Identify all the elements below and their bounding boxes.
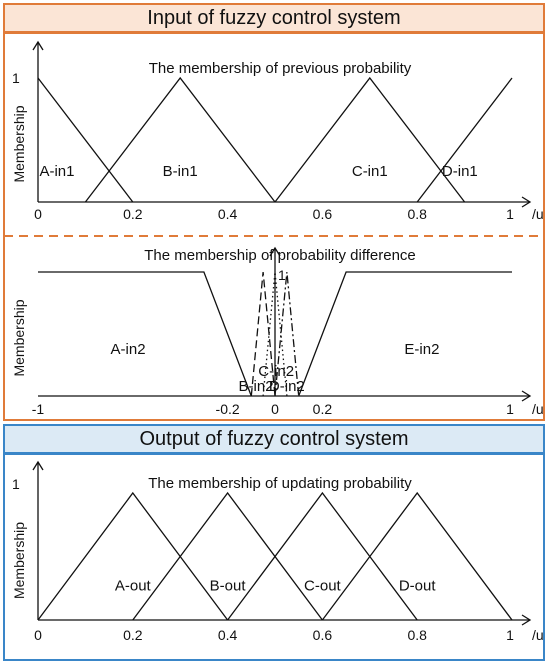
membership-function-a-in2 bbox=[38, 271, 252, 397]
set-label-c-in2: C-in2 bbox=[258, 363, 294, 380]
set-label-d-out: D-out bbox=[399, 578, 437, 595]
set-label-c-out: C-out bbox=[304, 578, 342, 595]
membership-function-b-in1 bbox=[84, 76, 276, 203]
x-tick-label: 1 bbox=[506, 401, 514, 417]
y-axis-label: Membership bbox=[11, 299, 27, 376]
set-label-a-in2: A-in2 bbox=[111, 341, 146, 358]
x-unit-label: /u bbox=[532, 401, 544, 417]
x-tick-label: 0.8 bbox=[407, 627, 427, 643]
y-max-label: 1 bbox=[12, 476, 20, 492]
x-unit-label: /u bbox=[532, 206, 544, 222]
membership-function-e-in2 bbox=[298, 271, 512, 397]
x-tick-label: 0.2 bbox=[123, 627, 143, 643]
chart-title: The membership of updating probability bbox=[148, 475, 412, 492]
x-tick-label: 1 bbox=[506, 627, 514, 643]
membership-function-a-out bbox=[37, 491, 229, 621]
x-tick-label: -1 bbox=[32, 401, 45, 417]
set-label-b-out: B-out bbox=[210, 578, 247, 595]
y-axis-arrow bbox=[269, 246, 281, 257]
x-tick-label: 0.2 bbox=[123, 206, 143, 222]
membership-function-d-out bbox=[321, 491, 513, 621]
membership-function-c-out bbox=[227, 491, 418, 621]
x-tick-label: 0.2 bbox=[313, 401, 333, 417]
set-label-b-in1: B-in1 bbox=[163, 163, 198, 180]
x-unit-label: /u bbox=[532, 627, 544, 643]
chart-updating: The membership of updating probabilityMe… bbox=[11, 460, 544, 643]
chart-title: The membership of previous probability bbox=[149, 60, 412, 77]
x-axis-arrow bbox=[521, 196, 532, 208]
input-section-header: Input of fuzzy control system bbox=[3, 3, 545, 33]
set-label-a-in1: A-in1 bbox=[39, 163, 74, 180]
input-section-frame bbox=[3, 32, 545, 421]
x-tick-label: 0 bbox=[34, 206, 42, 222]
x-axis-arrow bbox=[521, 614, 532, 626]
output-section-title: Output of fuzzy control system bbox=[139, 427, 409, 450]
input-section-title: Input of fuzzy control system bbox=[147, 6, 401, 29]
y-axis-label: Membership bbox=[11, 105, 27, 182]
y-axis-arrow bbox=[32, 460, 44, 471]
y-axis-arrow bbox=[32, 40, 44, 51]
x-tick-label: 0 bbox=[34, 627, 42, 643]
membership-function-d-in1 bbox=[416, 77, 513, 203]
set-label-c-in1: C-in1 bbox=[352, 163, 388, 180]
membership-function-b-out bbox=[132, 491, 323, 621]
set-label-a-out: A-out bbox=[115, 578, 152, 595]
membership-function-b-in2 bbox=[250, 271, 276, 397]
x-tick-label: 0.6 bbox=[313, 206, 333, 222]
x-tick-label: 0 bbox=[271, 401, 279, 417]
x-tick-label: 0.4 bbox=[218, 206, 238, 222]
membership-function-c-in2 bbox=[262, 271, 288, 397]
set-label-d-in1: D-in1 bbox=[442, 163, 478, 180]
y-max-label: 1 bbox=[278, 267, 286, 283]
set-label-e-in2: E-in2 bbox=[404, 341, 439, 358]
output-section-frame bbox=[3, 453, 545, 661]
x-tick-label: 0.6 bbox=[313, 627, 333, 643]
x-tick-label: 0.8 bbox=[407, 206, 427, 222]
chart-previous: The membership of previous probabilityMe… bbox=[11, 40, 544, 222]
chart-title: The membership of probability difference bbox=[144, 247, 416, 264]
set-label-d-in2: D-in2 bbox=[269, 378, 305, 395]
chart-difference: The membership of probability difference… bbox=[11, 246, 544, 417]
x-axis-arrow bbox=[521, 390, 532, 402]
membership-function-d-in2 bbox=[274, 271, 300, 397]
x-tick-label: -0.2 bbox=[216, 401, 240, 417]
x-tick-label: 1 bbox=[506, 206, 514, 222]
x-tick-label: 0.4 bbox=[218, 627, 238, 643]
y-axis-label: Membership bbox=[11, 522, 27, 599]
membership-function-a-in1 bbox=[37, 77, 134, 203]
membership-function-c-in1 bbox=[274, 76, 466, 203]
y-max-label: 1 bbox=[12, 70, 20, 86]
